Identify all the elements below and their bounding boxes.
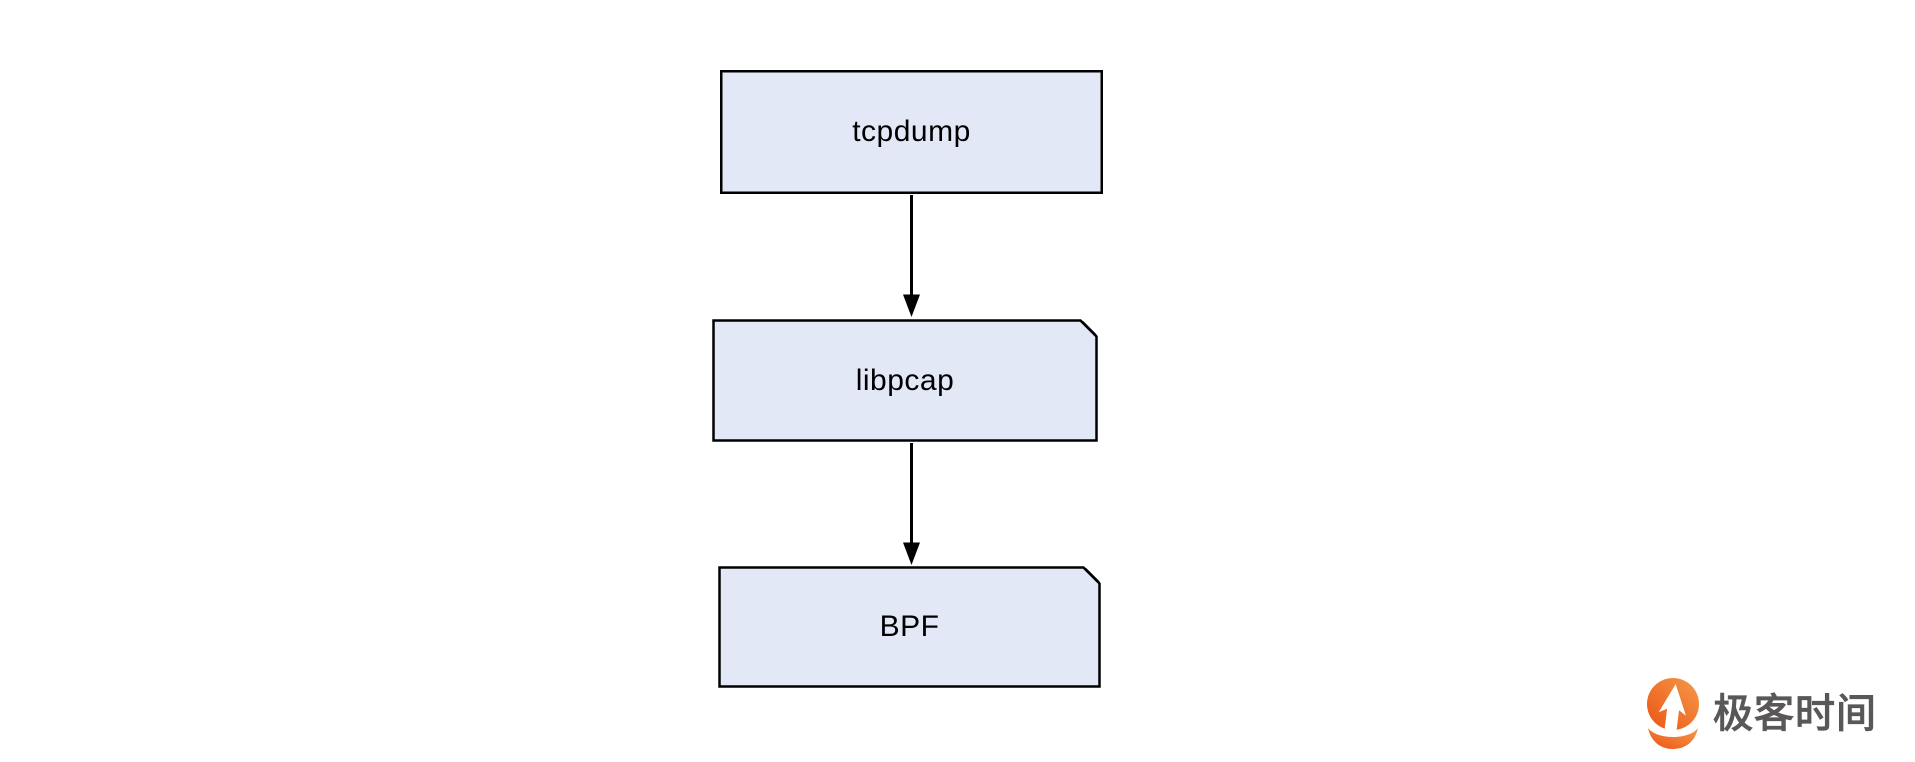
arrow-libpcap-to-bpf [903,443,920,565]
rectangle-shape [720,70,1103,194]
logo-text: 极客时间 [1713,691,1877,736]
node-label-bpf: BPF [879,610,940,643]
card-shape [718,566,1101,688]
node-tcpdump: tcpdump [720,70,1103,194]
node-bpf: BPF [718,566,1101,688]
node-libpcap: libpcap [712,319,1098,442]
node-label-libpcap: libpcap [855,363,955,397]
geektime-icon [1644,676,1702,751]
node-label-tcpdump: tcpdump [852,115,971,148]
arrow-tcpdump-to-libpcap [903,195,920,317]
geektime-logo: 极客时间 [1644,676,1877,751]
card-shape [712,319,1098,442]
